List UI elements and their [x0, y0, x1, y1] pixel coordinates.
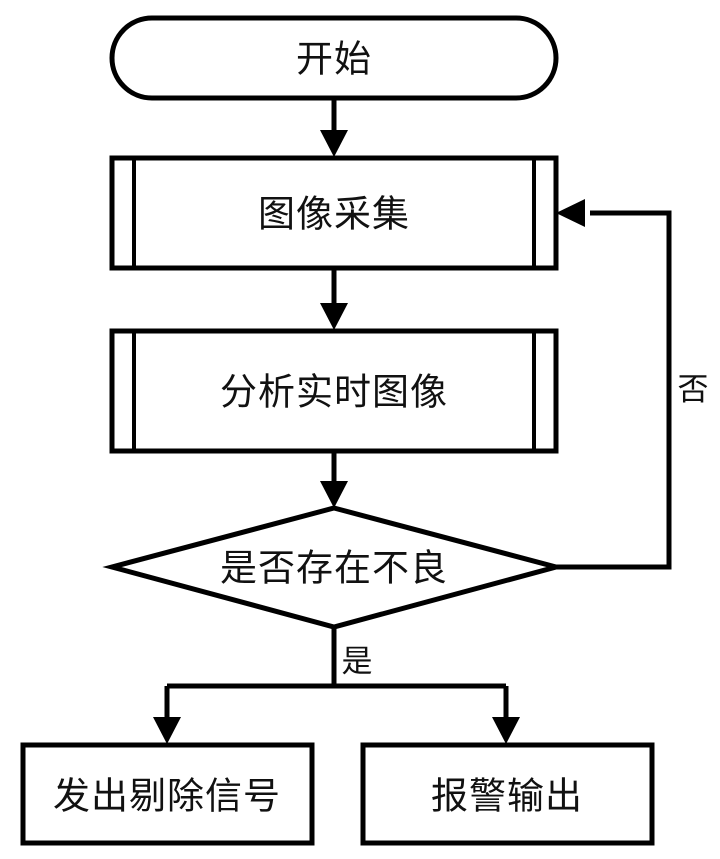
start-shape: [109, 15, 559, 101]
node-alarm[interactable]: 报警输出: [360, 742, 655, 846]
edge-line: [556, 210, 672, 570]
node-start-label: 开始: [296, 38, 372, 81]
arrow-head-icon: [320, 303, 348, 330]
arrow-head-icon: [492, 717, 520, 744]
edge-label-no: 否: [678, 372, 709, 408]
arrow-head-icon: [556, 199, 585, 227]
decision-shape: [102, 505, 566, 630]
node-alarm-label: 报警输出: [431, 775, 583, 818]
edge-capture-to-analyze: [320, 268, 348, 330]
edge-start-to-capture: [320, 98, 348, 157]
node-capture[interactable]: 图像采集: [109, 155, 559, 271]
edge-analyze-to-decision: [320, 452, 348, 508]
alarm-shape: [360, 742, 655, 846]
node-decision[interactable]: 是否存在不良: [102, 505, 566, 630]
arrow-head-icon: [153, 717, 181, 744]
arrow-head-icon: [320, 481, 348, 508]
capture-shape: [109, 155, 559, 271]
edge-decision-yes: [153, 627, 520, 744]
node-analyze[interactable]: 分析实时图像: [109, 328, 559, 454]
node-capture-label: 图像采集: [258, 193, 410, 236]
node-reject[interactable]: 发出剔除信号: [20, 742, 315, 846]
node-reject-label: 发出剔除信号: [53, 775, 281, 818]
node-decision-label: 是否存在不良: [220, 547, 448, 590]
node-start[interactable]: 开始: [109, 15, 559, 101]
reject-shape: [20, 742, 315, 846]
edge-decision-no-loop: [556, 199, 672, 570]
analyze-shape: [109, 328, 559, 454]
edge-label-yes: 是: [342, 644, 373, 680]
arrow-head-icon: [320, 130, 348, 157]
node-analyze-label: 分析实时图像: [220, 371, 448, 414]
